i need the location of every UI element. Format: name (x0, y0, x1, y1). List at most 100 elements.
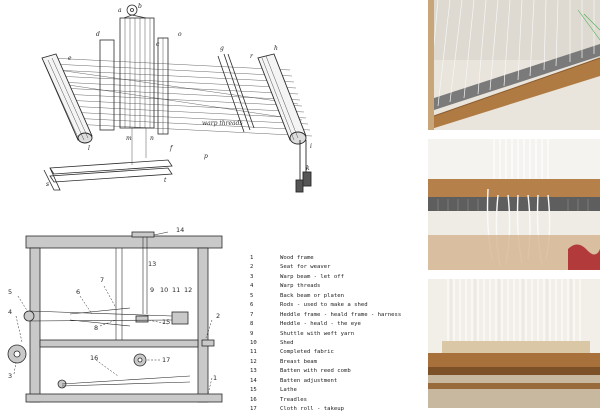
schematic-callout: 14 (176, 226, 184, 234)
engraving-letter: c (156, 41, 160, 48)
loom-photo-heddles (428, 139, 600, 270)
engraving-letter: r (250, 53, 254, 60)
legend-row: 2 Seat for weaver (250, 263, 420, 272)
schematic-callout: 7 (100, 276, 104, 284)
bottom-frame-rail (25, 393, 223, 403)
batten-frame (99, 37, 169, 135)
engraving-letters: a b c d e f g h i k l m n o p r s t (46, 3, 312, 188)
legend-row: 3 Warp beam - let off (250, 273, 420, 282)
loom-photo-warp-beam (428, 279, 600, 408)
schematic-callout: 4 (8, 308, 12, 316)
back-beam-roller (41, 53, 93, 144)
legend-row: 9 Shuttle with weft yarn (250, 330, 420, 339)
warp-thread-line (28, 310, 173, 317)
loom-engraving: a b c d e f g h i k l m n o p r s t (41, 3, 313, 193)
legend-number: 14 (250, 377, 257, 384)
legend-row: 15 Lathe (250, 386, 420, 395)
breast-beam (171, 311, 189, 325)
legend-number: 16 (250, 396, 257, 403)
legend-label: Seat for weaver (280, 264, 331, 271)
legend-number: 13 (250, 368, 257, 375)
legend-label: Batten adjustment (280, 377, 338, 384)
schematic-callout: 3 (8, 372, 12, 380)
engraving-letter: f (169, 145, 174, 152)
legend-number: 2 (250, 264, 254, 271)
back-beam (23, 310, 35, 322)
legend-label: Warp threads (280, 283, 321, 290)
treadle-line (61, 375, 191, 385)
engraving-letter: l (88, 145, 90, 152)
engraving-letter: m (126, 135, 132, 142)
schematic-callout: 17 (162, 356, 170, 364)
legend-number: 3 (250, 273, 254, 280)
legend-number: 11 (250, 349, 257, 356)
legend-number: 9 (250, 330, 254, 337)
schematic-callout: 9 (150, 286, 154, 294)
legend-label: Heddle - heald - the eye (280, 321, 361, 328)
legend-row: 5 Back beam or platen (250, 292, 420, 301)
lease-rods (217, 53, 255, 133)
legend-row: 11 Completed fabric (250, 348, 420, 357)
left-frame-post (29, 247, 41, 403)
engraving-letter: s (46, 181, 49, 188)
loom-photo-reed-top (428, 0, 600, 130)
engraving-letter: h (274, 45, 278, 52)
batten-adjustment-block (131, 231, 155, 238)
engraving-letter: e (68, 55, 72, 62)
top-frame-beam (25, 235, 223, 249)
legend-number: 8 (250, 321, 254, 328)
legend-number: 7 (250, 311, 254, 318)
engraving-letter: i (310, 143, 312, 150)
warp-threads-caption: warp threads (202, 120, 243, 127)
legend-row: 7 Heddle frame - heald frame - harness (250, 311, 420, 320)
photo-illustration (428, 279, 600, 408)
legend-number: 15 (250, 387, 257, 394)
legend-number: 6 (250, 302, 254, 309)
schematic-callout: 5 (8, 288, 12, 296)
legend-label: Cloth roll - takeup (280, 406, 344, 412)
legend-label: Warp beam - let off (280, 273, 344, 280)
legend-row: 14 Batten adjustment (250, 377, 420, 386)
legend-label: Heddle frame - heald frame - harness (280, 311, 402, 318)
engraving-letter: n (150, 135, 154, 142)
legend-number: 4 (250, 283, 254, 290)
legend-label: Lathe (280, 387, 297, 394)
schematic-callout: 10 (160, 286, 168, 294)
legend-label: Completed fabric (280, 349, 334, 356)
weaver-seat (201, 339, 215, 347)
legend-label: Treadles (280, 396, 307, 403)
treadles (43, 128, 173, 191)
warp-thread-line (28, 319, 173, 322)
legend-label: Shed (280, 339, 294, 346)
legend-label: Back beam or platen (280, 292, 344, 299)
legend-row: 16 Treadles (250, 396, 420, 405)
legend-number: 5 (250, 292, 254, 299)
heddle-frames (119, 4, 155, 129)
schematic-callout: 1 (213, 374, 217, 382)
middle-cross-bar (39, 339, 199, 348)
engraving-letter: k (306, 165, 310, 172)
schematic-callout: 2 (216, 312, 220, 320)
legend-label: Shuttle with weft yarn (280, 330, 355, 337)
schematic-callout: 6 (76, 288, 80, 296)
schematic-callout: 13 (148, 260, 156, 268)
legend-number: 1 (250, 255, 254, 261)
photo-illustration (428, 139, 600, 270)
legend-row: 8 Heddle - heald - the eye (250, 320, 420, 329)
legend-row: 4 Warp threads (250, 282, 420, 291)
right-frame-post (197, 247, 209, 403)
schematic-callout: 15 (162, 318, 170, 326)
engraving-letter: p (204, 153, 208, 160)
legend-number: 12 (250, 358, 257, 365)
schematic-callout: 11 (172, 286, 180, 294)
schematic-callout: 8 (94, 324, 98, 332)
engraving-letter: b (138, 3, 142, 10)
